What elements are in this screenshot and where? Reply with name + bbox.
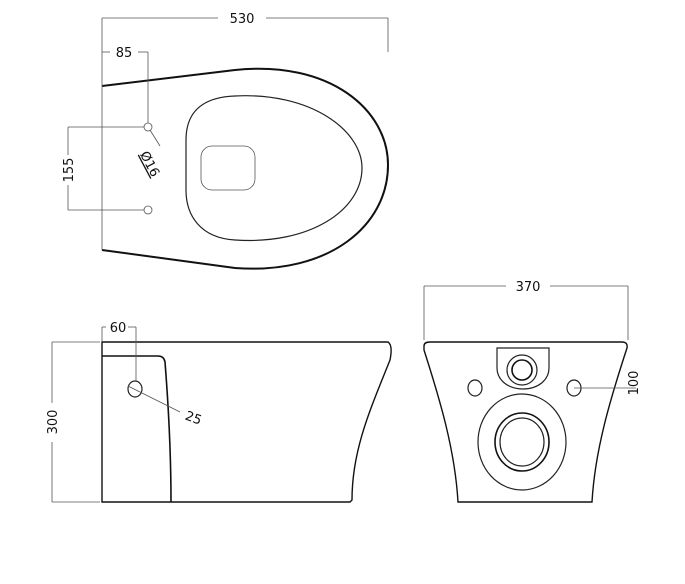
front-outline	[423, 341, 628, 503]
leader-line	[149, 129, 161, 147]
seat-inner-rim	[185, 95, 363, 242]
dim-85: 85	[116, 46, 133, 61]
dim-100: 100	[627, 371, 642, 396]
side-outline	[101, 341, 392, 503]
dim-25: 25	[183, 409, 204, 429]
top-view: 530 85 155 Ø16	[62, 12, 390, 270]
dim-370: 370	[516, 280, 541, 295]
outlet-ring-inner	[499, 417, 545, 467]
dim-diameter-16: Ø16	[136, 149, 162, 180]
inlet-hole	[127, 380, 143, 398]
bowl-outline	[101, 67, 390, 270]
fixing-hole-top	[143, 122, 153, 132]
dim-60: 60	[110, 321, 127, 336]
inlet-panel	[102, 355, 172, 503]
dim-530: 530	[230, 12, 255, 27]
bowl-opening	[200, 145, 256, 191]
dim-155: 155	[62, 158, 77, 183]
flush-inlet-ring-inner	[511, 359, 533, 381]
leader-line	[127, 385, 181, 413]
outlet-ring-outer	[494, 412, 550, 472]
outlet-flange	[477, 393, 567, 491]
fixing-hole-left	[467, 379, 483, 397]
dim-300: 300	[46, 410, 61, 435]
fixing-hole-bottom	[143, 205, 153, 215]
flush-inlet-ring-outer	[506, 354, 538, 386]
front-view: 100 370	[423, 280, 642, 503]
flush-inlet-panel	[496, 347, 550, 390]
side-view: 25 300 60	[46, 321, 392, 503]
